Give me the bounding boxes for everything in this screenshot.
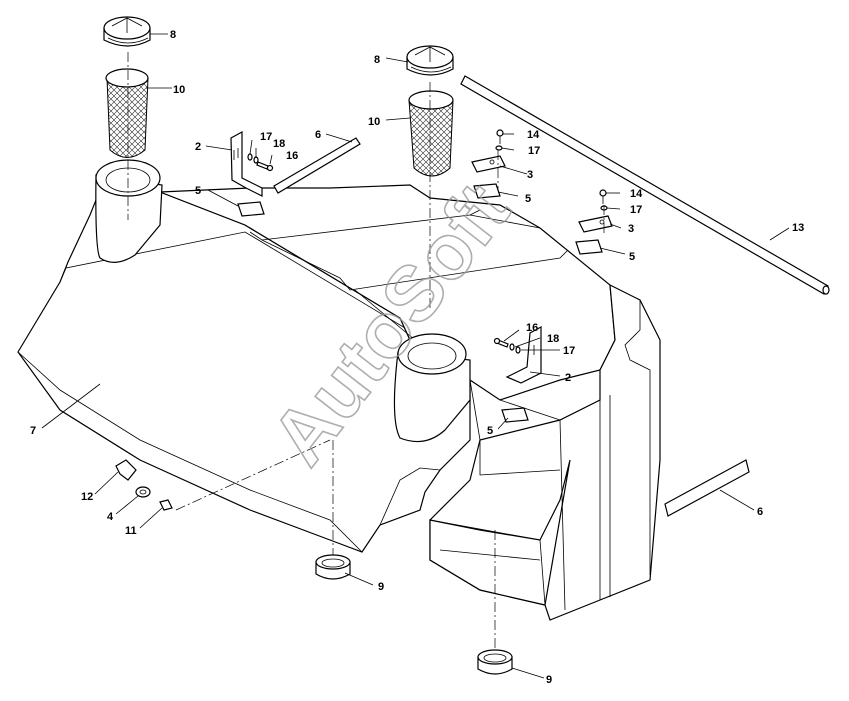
elbow-fitting xyxy=(115,459,137,481)
callout-16-right: 16 xyxy=(526,322,538,334)
callout-11: 11 xyxy=(125,525,137,537)
pad-3 xyxy=(575,239,603,255)
callout-5-center: 5 xyxy=(525,193,531,205)
callout-10-center: 10 xyxy=(368,116,380,128)
callout-17-lower: 17 xyxy=(563,345,575,357)
screw-16-a xyxy=(256,161,274,172)
callout-17-left: 17 xyxy=(260,131,272,143)
pad-1 xyxy=(237,201,265,217)
callout-18-left: 18 xyxy=(273,138,285,150)
leader-lines xyxy=(41,33,790,679)
callout-2-left: 2 xyxy=(195,141,201,153)
plug-11 xyxy=(159,499,173,511)
callout-3-right: 3 xyxy=(628,223,634,235)
bracket-left xyxy=(230,130,263,197)
callout-2-right: 2 xyxy=(565,372,571,384)
grommet-right xyxy=(477,649,513,675)
callout-5-lower: 5 xyxy=(487,425,493,437)
rod xyxy=(460,75,830,295)
grommet-left xyxy=(315,554,351,580)
callout-14-right: 14 xyxy=(630,188,643,200)
callout-18-right: 18 xyxy=(547,333,559,345)
strainer-center xyxy=(408,90,454,177)
callout-17-right: 17 xyxy=(630,204,642,216)
callout-9-left: 9 xyxy=(378,581,384,593)
washer-17-c xyxy=(247,153,253,161)
plate-2 xyxy=(578,215,613,233)
filler-cap-center xyxy=(406,45,454,76)
strip-top xyxy=(273,137,361,194)
callout-5-left: 5 xyxy=(195,185,201,197)
pad-4 xyxy=(501,407,529,423)
callout-7: 7 xyxy=(30,425,36,437)
callout-13: 13 xyxy=(792,222,804,234)
bolt-14-b xyxy=(599,189,607,204)
fuel-tank-body xyxy=(17,184,661,621)
washer-18-b xyxy=(509,343,515,351)
strainer-left xyxy=(105,68,149,158)
callout-9-right: 9 xyxy=(546,674,552,686)
strip-right xyxy=(664,459,750,517)
nut-4 xyxy=(135,486,151,498)
callout-6-right: 6 xyxy=(757,506,763,518)
center-filler-neck xyxy=(393,333,471,443)
callout-10-left: 10 xyxy=(173,84,185,96)
callout-14-center: 14 xyxy=(527,129,540,141)
callout-17-center: 17 xyxy=(528,145,540,157)
callout-12: 12 xyxy=(81,491,93,503)
bolt-14-a xyxy=(496,129,504,144)
washer-17-a xyxy=(495,145,503,151)
plate-1 xyxy=(471,155,506,173)
callout-16-left: 16 xyxy=(286,150,298,162)
callout-8-center: 8 xyxy=(374,54,380,66)
callout-3-center: 3 xyxy=(527,169,533,181)
pad-2 xyxy=(473,183,501,199)
screw-16-b xyxy=(493,337,509,348)
callout-6-top: 6 xyxy=(315,129,321,141)
callout-4: 4 xyxy=(107,511,114,523)
callout-5-right: 5 xyxy=(629,251,635,263)
centerlines xyxy=(127,52,605,650)
callout-8-left: 8 xyxy=(170,29,176,41)
filler-cap-left xyxy=(103,16,151,47)
washer-17-d xyxy=(515,346,521,354)
callout-labels: 8 10 2 17 18 16 6 5 7 12 4 11 8 10 14 17… xyxy=(30,29,804,686)
